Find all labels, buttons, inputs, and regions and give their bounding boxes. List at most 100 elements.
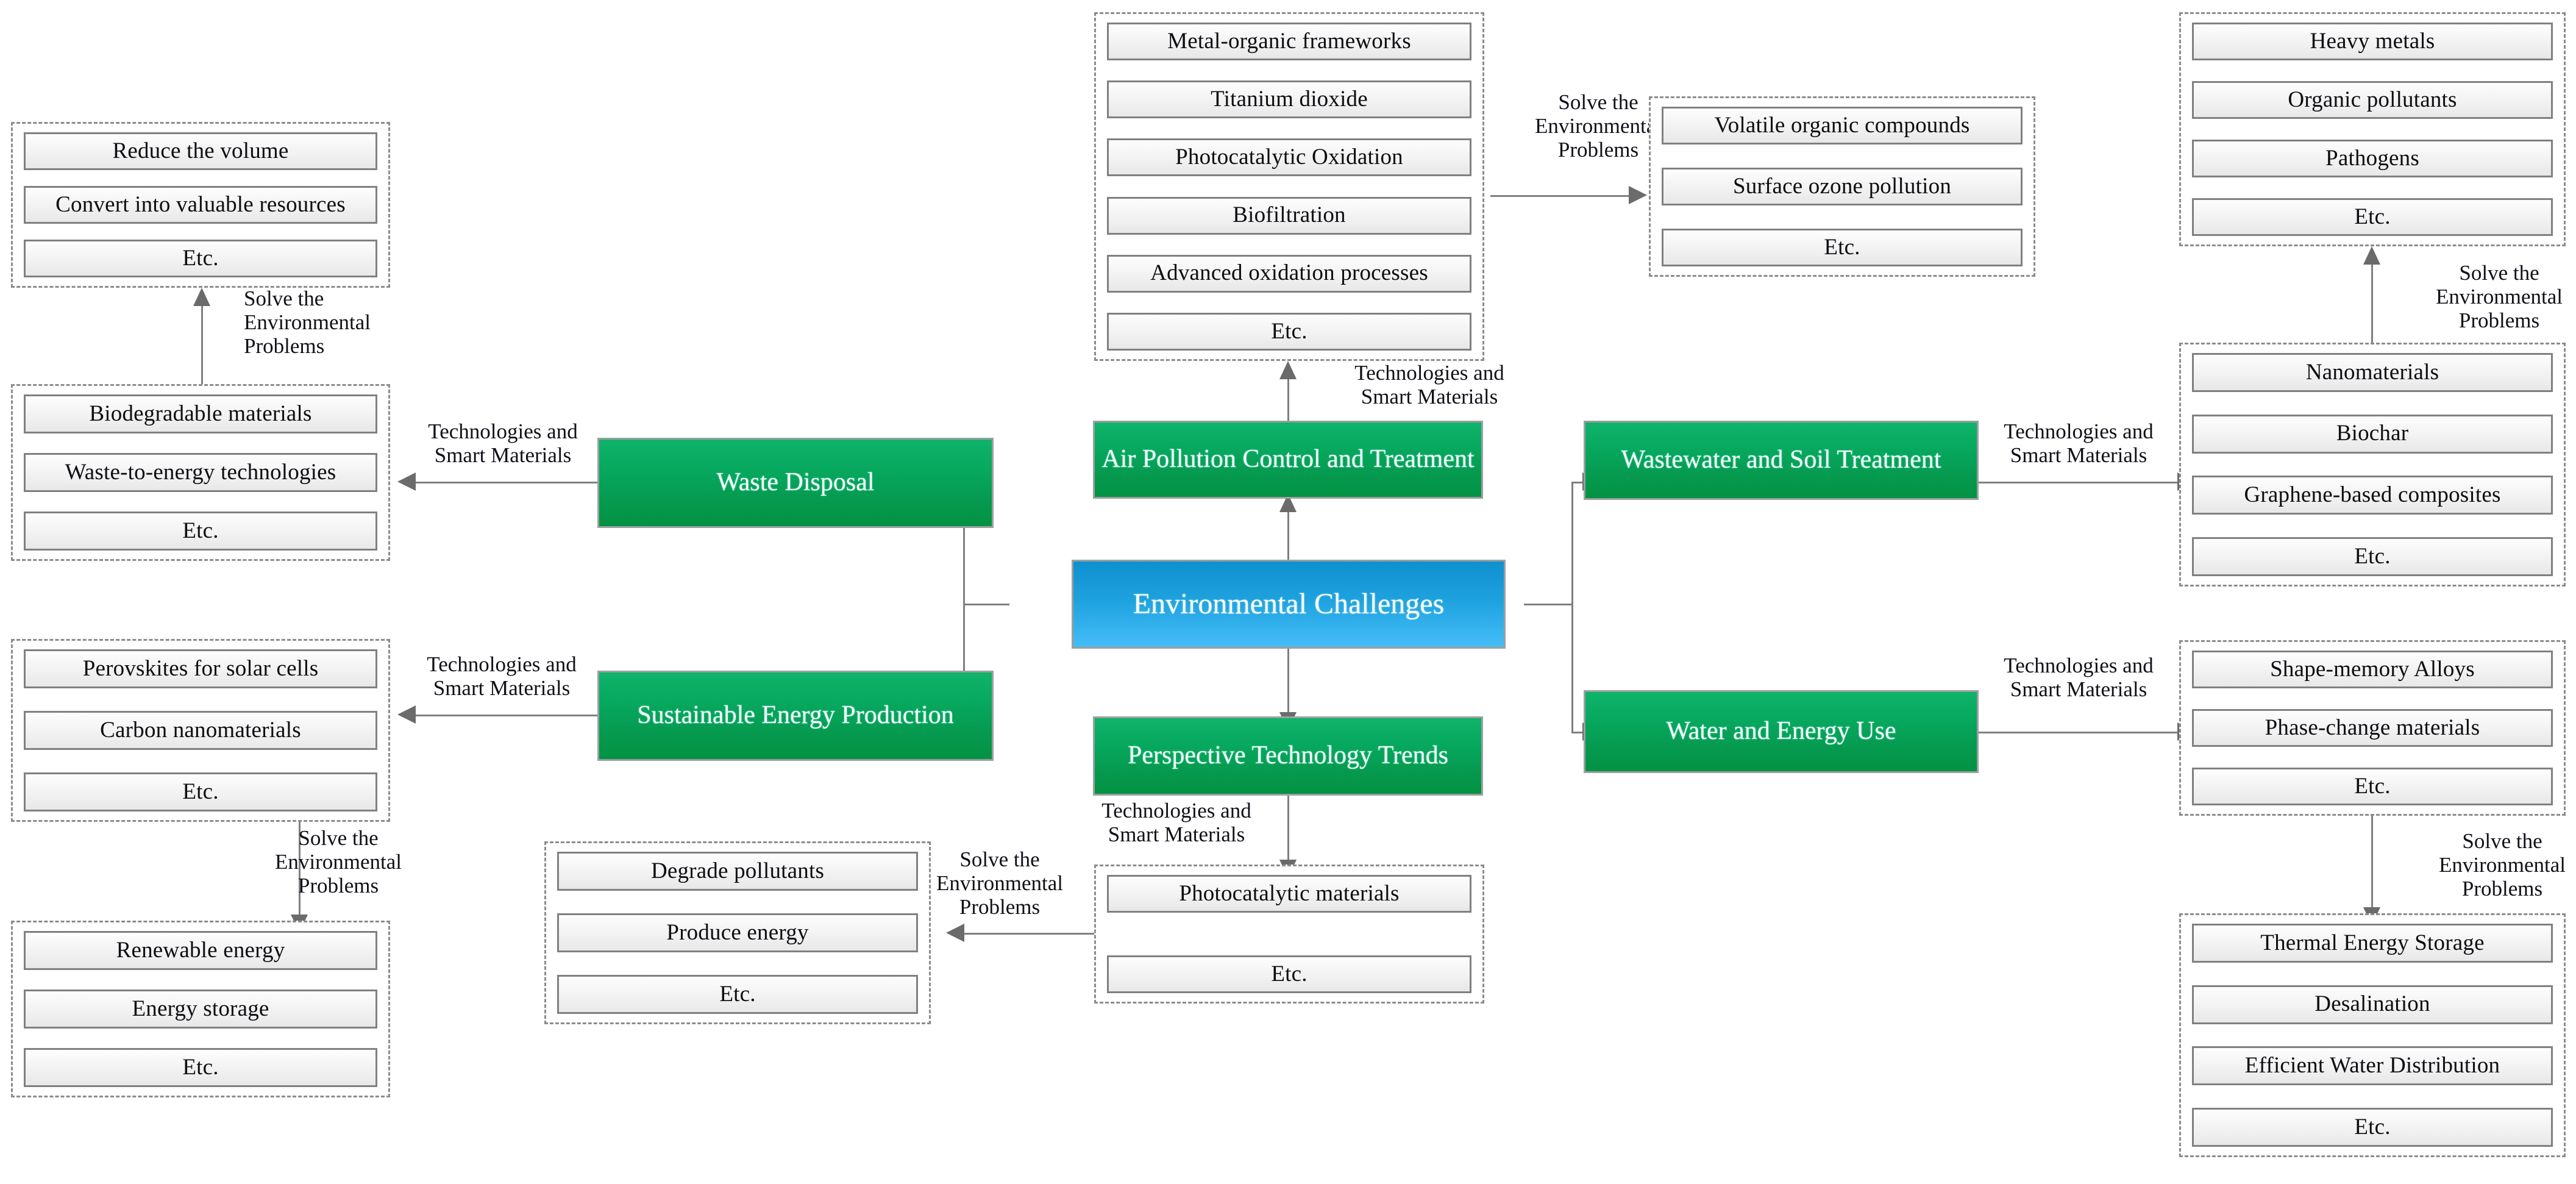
- list-item[interactable]: Desalination: [2192, 985, 2553, 1024]
- list-item[interactable]: Photocatalytic materials: [1107, 875, 1471, 913]
- arrowhead-air-outcomes: [1629, 186, 1647, 204]
- arrowhead-waste-outcomes: [193, 288, 210, 306]
- list-item[interactable]: Etc.: [24, 772, 377, 811]
- edge-water-energy-h: [1571, 732, 1585, 733]
- group-trends-technologies: Photocatalytic materials Etc.: [1094, 865, 1484, 1004]
- edge-label-waste-tech: Technologies and Smart Materials: [428, 419, 578, 468]
- edge-trends-tech-to-outcomes: [951, 933, 1097, 935]
- group-air-technologies: Metal-organic frameworks Titanium dioxid…: [1094, 12, 1484, 361]
- list-item[interactable]: Waste-to-energy technologies: [24, 453, 377, 492]
- list-item[interactable]: Reduce the volume: [24, 132, 377, 170]
- edge-air-to-tech: [1287, 377, 1289, 426]
- list-item[interactable]: Etc.: [24, 240, 377, 277]
- edge-soil-tech-to-outcomes: [2371, 263, 2373, 343]
- node-water-and-energy-use[interactable]: Water and Energy Use: [1584, 690, 1979, 773]
- arrowhead-energy-tech-group: [397, 705, 416, 724]
- edge-label-energy-solve: Solve the Environmental Problems: [274, 826, 402, 898]
- list-item[interactable]: Nanomaterials: [2192, 353, 2553, 392]
- group-energy-technologies: Perovskites for solar cells Carbon nanom…: [11, 639, 390, 822]
- list-item[interactable]: Photocatalytic Oxidation: [1107, 138, 1471, 177]
- edge-waste-to-tech: [402, 482, 597, 483]
- list-item[interactable]: Biofiltration: [1107, 196, 1471, 235]
- group-trends-outcomes: Degrade pollutants Produce energy Etc.: [544, 841, 931, 1024]
- list-item[interactable]: Thermal Energy Storage: [2192, 924, 2553, 963]
- edge-center-right-bus: [1571, 482, 1573, 732]
- node-perspective-technology-trends[interactable]: Perspective Technology Trends: [1093, 716, 1483, 796]
- edge-label-water-solve: Solve the Environmental Problems: [2438, 829, 2566, 901]
- group-soil-outcomes: Heavy metals Organic pollutants Pathogen…: [2179, 12, 2566, 246]
- list-item[interactable]: Etc.: [24, 1048, 377, 1087]
- group-water-technologies: Shape-memory Alloys Phase-change materia…: [2179, 640, 2566, 816]
- list-item[interactable]: Shape-memory Alloys: [2192, 651, 2553, 688]
- node-sustainable-energy-production[interactable]: Sustainable Energy Production: [597, 671, 994, 761]
- list-item[interactable]: Etc.: [24, 512, 377, 551]
- list-item[interactable]: Energy storage: [24, 990, 377, 1029]
- edge-center-down: [1287, 648, 1289, 716]
- list-item[interactable]: Biochar: [2192, 414, 2553, 454]
- list-item[interactable]: Etc.: [557, 975, 918, 1014]
- list-item[interactable]: Etc.: [2192, 768, 2553, 805]
- list-item[interactable]: Volatile organic compounds: [1662, 107, 2023, 144]
- list-item[interactable]: Produce energy: [557, 913, 918, 952]
- edge-water-tech-to-outcomes: [2371, 815, 2373, 913]
- node-environmental-challenges[interactable]: Environmental Challenges: [1072, 560, 1506, 649]
- group-waste-technologies: Biodegradable materials Waste-to-energy …: [11, 384, 390, 561]
- list-item[interactable]: Etc.: [1107, 955, 1471, 993]
- node-air-pollution-control-and-treatment[interactable]: Air Pollution Control and Treatment: [1093, 421, 1483, 499]
- list-item[interactable]: Biodegradable materials: [24, 394, 377, 433]
- list-item[interactable]: Heavy metals: [2192, 23, 2553, 60]
- list-item[interactable]: Graphene-based composites: [2192, 476, 2553, 515]
- list-item[interactable]: Titanium dioxide: [1107, 80, 1471, 119]
- list-item[interactable]: Pathogens: [2192, 140, 2553, 177]
- edge-wastewater-h: [1571, 482, 1585, 483]
- list-item[interactable]: Efficient Water Distribution: [2192, 1046, 2553, 1086]
- edge-label-air-tech: Technologies and Smart Materials: [1354, 361, 1504, 409]
- list-item[interactable]: Degrade pollutants: [557, 852, 918, 891]
- group-soil-technologies: Nanomaterials Biochar Graphene-based com…: [2179, 343, 2566, 587]
- list-item[interactable]: Carbon nanomaterials: [24, 711, 377, 750]
- edge-center-right-stub: [1524, 604, 1571, 605]
- arrowhead-air-tech-group: [1279, 361, 1297, 379]
- edge-center-left-stub: [963, 604, 1009, 605]
- node-waste-disposal[interactable]: Waste Disposal: [597, 438, 994, 528]
- list-item[interactable]: Surface ozone pollution: [1662, 168, 2023, 205]
- list-item[interactable]: Perovskites for solar cells: [24, 649, 377, 688]
- edge-energy-tech-to-outcomes: [299, 822, 301, 921]
- edge-waste-tech-to-outcomes: [201, 305, 203, 384]
- edge-wastewater-to-tech: [1978, 482, 2179, 483]
- group-waste-outcomes: Reduce the volume Convert into valuable …: [11, 122, 390, 288]
- list-item[interactable]: Phase-change materials: [2192, 709, 2553, 747]
- list-item[interactable]: Advanced oxidation processes: [1107, 254, 1471, 293]
- edge-label-soil-tech: Technologies and Smart Materials: [2004, 419, 2154, 468]
- edge-label-waste-solve: Solve the Environmental Problems: [244, 287, 371, 358]
- node-label: Air Pollution Control and Treatment: [1101, 445, 1475, 474]
- arrowhead-waste-tech-group: [397, 473, 416, 491]
- list-item[interactable]: Etc.: [1662, 229, 2023, 266]
- list-item[interactable]: Etc.: [2192, 1107, 2553, 1147]
- edge-label-trends-tech: Technologies and Smart Materials: [1101, 799, 1251, 847]
- edge-label-trends-solve: Solve the Environmental Problems: [936, 847, 1063, 919]
- list-item[interactable]: Convert into valuable resources: [24, 186, 377, 224]
- node-label: Environmental Challenges: [1133, 588, 1445, 621]
- node-label: Wastewater and Soil Treatment: [1621, 446, 1941, 474]
- group-energy-outcomes: Renewable energy Energy storage Etc.: [11, 921, 390, 1097]
- edge-center-left-bus: [963, 488, 965, 727]
- edge-sustainable-to-tech: [402, 715, 597, 716]
- arrowhead-soil-outcomes: [2363, 246, 2380, 265]
- group-water-outcomes: Thermal Energy Storage Desalination Effi…: [2179, 913, 2566, 1157]
- list-item[interactable]: Organic pollutants: [2192, 81, 2553, 119]
- list-item[interactable]: Metal-organic frameworks: [1107, 23, 1471, 60]
- node-wastewater-and-soil-treatment[interactable]: Wastewater and Soil Treatment: [1584, 421, 1979, 500]
- list-item[interactable]: Etc.: [2192, 537, 2553, 576]
- edge-label-soil-solve: Solve the Environmental Problems: [2435, 261, 2563, 333]
- node-label: Waste Disposal: [716, 468, 875, 497]
- edge-label-energy-tech: Technologies and Smart Materials: [427, 652, 577, 701]
- edge-center-up: [1287, 511, 1289, 560]
- edge-air-tech-to-outcomes: [1490, 195, 1631, 197]
- list-item[interactable]: Renewable energy: [24, 931, 377, 970]
- node-label: Water and Energy Use: [1666, 717, 1896, 746]
- list-item[interactable]: Etc.: [2192, 198, 2553, 236]
- list-item[interactable]: Etc.: [1107, 312, 1471, 351]
- edge-trends-to-tech: [1287, 796, 1289, 864]
